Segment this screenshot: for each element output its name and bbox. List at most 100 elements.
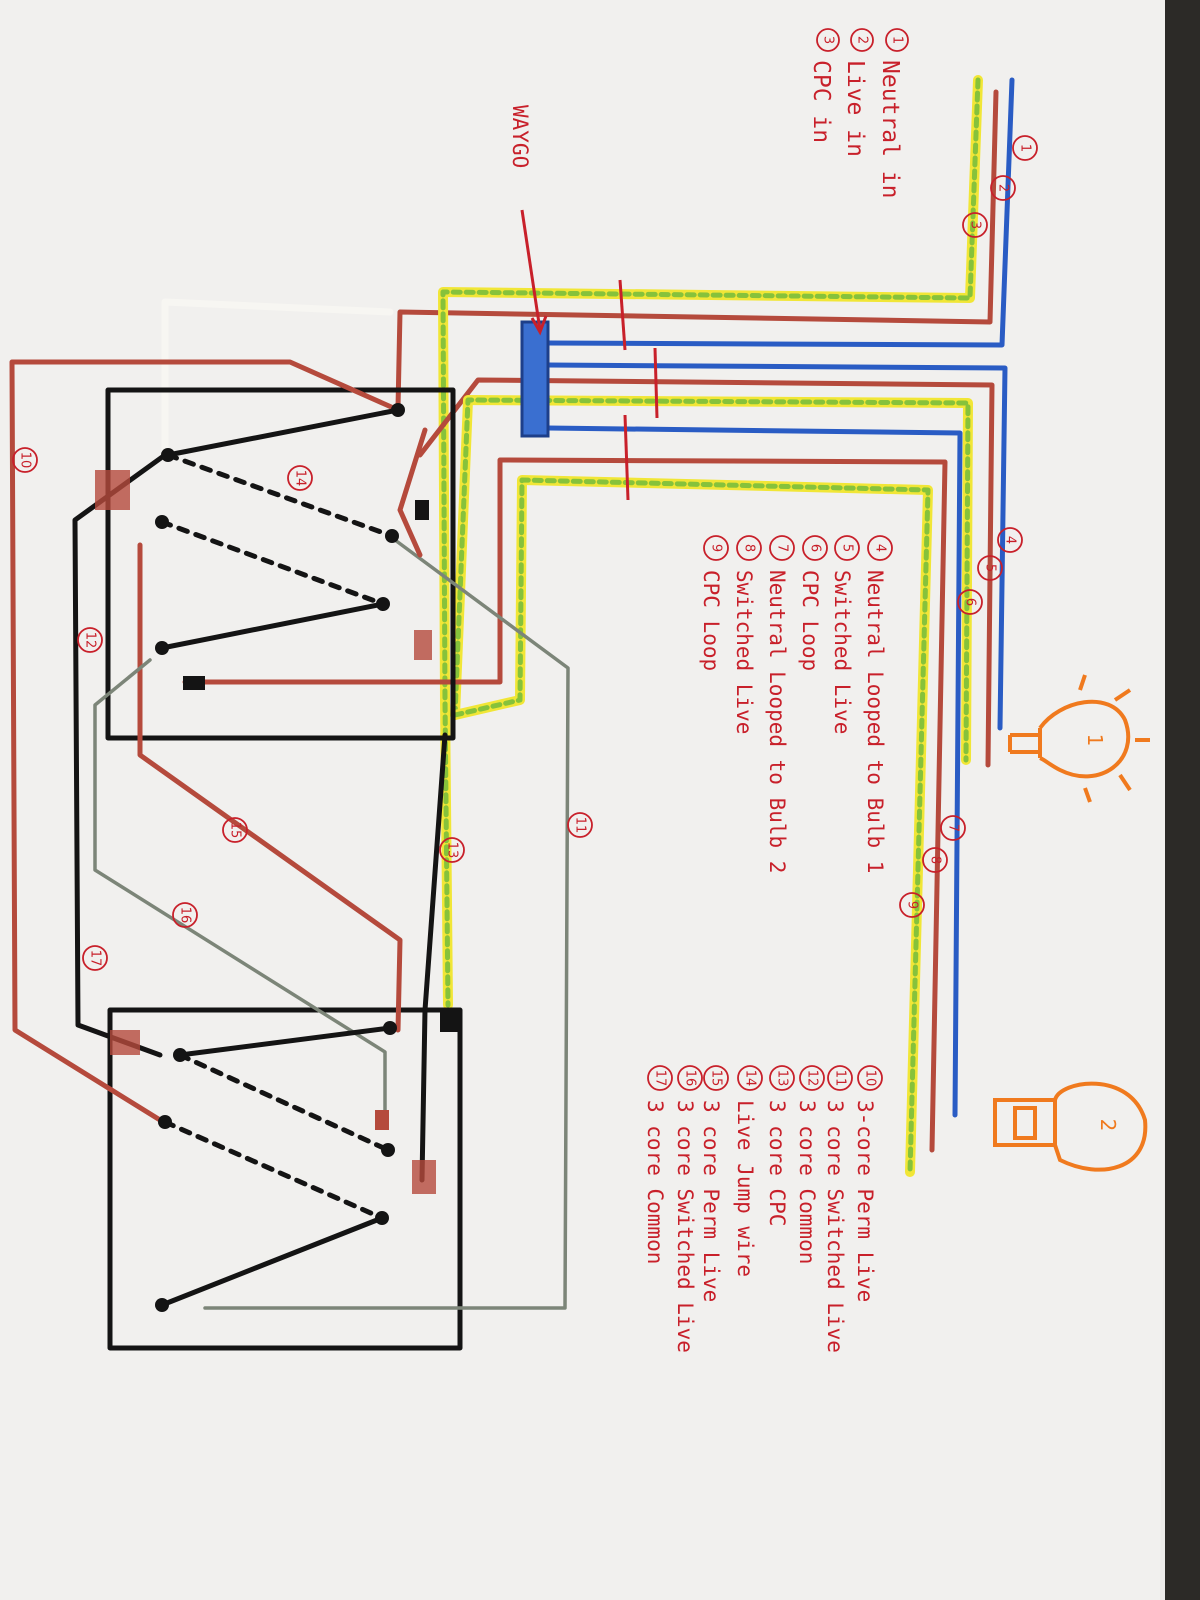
wire-tag-number: 9 xyxy=(905,901,920,909)
svg-text:2: 2 xyxy=(855,36,870,44)
legend-text: 3 core Switched Live xyxy=(673,1100,697,1353)
wago-connector xyxy=(520,320,550,438)
table-edge xyxy=(1165,0,1200,1600)
wire-tag: 5 xyxy=(977,555,1003,581)
wire-tag-number: 6 xyxy=(963,598,978,606)
number-circle xyxy=(857,1065,883,1091)
svg-text:Live in: Live in xyxy=(842,60,868,157)
wire-tag-number: 16 xyxy=(178,907,193,924)
number-circle xyxy=(703,535,729,561)
perm-live-15 xyxy=(137,542,403,1033)
legend-core-item: 16 3 core Switched Live xyxy=(673,1065,703,1353)
number-circle xyxy=(677,1065,703,1091)
wire-tag-number: 8 xyxy=(928,856,943,864)
legend-cores: 10 3-core Perm Live 11 3 core Switched Live… xyxy=(643,1065,883,1353)
switch-box-1 xyxy=(105,387,456,741)
legend-number: 5 xyxy=(840,544,855,552)
wire-tag-number: 10 xyxy=(18,452,33,469)
legend-number: 4 xyxy=(873,544,888,552)
cable-markers xyxy=(618,279,659,501)
wire-tag: 12 xyxy=(77,627,103,653)
wire-tag-number: 1 xyxy=(1018,144,1033,152)
legend-number: 9 xyxy=(709,544,724,552)
switched-live-16 xyxy=(93,658,387,1112)
wire-tag-number: 5 xyxy=(983,564,998,572)
legend-core-item: 11 3 core Switched Live xyxy=(823,1065,853,1353)
number-circle xyxy=(769,535,795,561)
perm-live-10 xyxy=(9,359,401,1123)
legend-text: 3 core Perm Live xyxy=(699,1100,723,1302)
wire-tag: 15 xyxy=(222,817,248,843)
wago-arrow xyxy=(520,209,542,331)
wire-tag-number: 4 xyxy=(1003,536,1018,544)
legend-incoming: 1 Neutral in 2 Live in 3 CPC in xyxy=(808,28,909,198)
wire-tag: 17 xyxy=(82,945,108,971)
legend-text: Neutral Looped to Bulb 2 xyxy=(765,570,789,873)
wire-tag: 4 xyxy=(997,527,1023,553)
bulb-2-wires xyxy=(182,425,963,1177)
legend-core-item: 10 3-core Perm Live xyxy=(853,1065,883,1302)
legend-text: CPC Loop xyxy=(699,570,723,671)
legend-number: 13 xyxy=(775,1070,790,1087)
bulb-1-wires xyxy=(417,362,1008,768)
number-circle xyxy=(802,535,828,561)
neutral-loop-bulb-1 xyxy=(545,362,1008,731)
legend-number: 14 xyxy=(743,1070,758,1087)
number-circle xyxy=(769,1065,795,1091)
number-circle xyxy=(647,1065,673,1091)
legend-number: 7 xyxy=(775,544,790,552)
wire-tag: 11 xyxy=(567,812,593,838)
bulb-2-label: 2 xyxy=(1096,1119,1120,1132)
legend-text: Switched Live xyxy=(830,570,854,734)
legend-core-item: 133 core CPC xyxy=(765,1065,795,1226)
wire-tag: 6 xyxy=(957,589,983,615)
wire-tag-number: 7 xyxy=(946,824,961,832)
legend-text: Switched Live xyxy=(732,570,756,734)
wire-tag: 9 xyxy=(899,892,925,918)
wire-tag: 8 xyxy=(922,847,948,873)
legend-number: 15 xyxy=(709,1070,724,1087)
wire-tag: 10 xyxy=(12,447,38,473)
wire-tag-number: 12 xyxy=(83,632,98,649)
svg-text:1: 1 xyxy=(890,36,905,44)
switched-live-bulb-1 xyxy=(417,377,995,768)
wire-tag: 3 xyxy=(962,212,988,238)
number-circle xyxy=(737,1065,763,1091)
legend-text: 3-core Perm Live xyxy=(853,1100,877,1302)
wire-tag: 1 xyxy=(1012,135,1038,161)
incoming-supply-wires xyxy=(161,75,1015,1010)
legend-text: 3 core Switched Live xyxy=(823,1100,847,1353)
switched-live-bulb-2 xyxy=(182,457,948,1153)
legend-core-item: 123 core Common xyxy=(795,1065,825,1264)
legend-core-item: 173 core Common xyxy=(643,1065,673,1264)
wire-tag: 13 xyxy=(439,837,465,863)
svg-text:Neutral in: Neutral in xyxy=(877,60,903,198)
neutral-loop-bulb-2 xyxy=(545,425,963,1118)
wire-tag-number: 2 xyxy=(996,184,1011,192)
switch-1-mechanism xyxy=(95,403,432,690)
wire-tag: 14 xyxy=(287,465,313,491)
legend-item: 2 Live in xyxy=(842,28,874,157)
legend-number: 11 xyxy=(833,1070,848,1087)
wire-tag-number: 3 xyxy=(968,221,983,229)
legend-item: 3 CPC in xyxy=(808,28,840,143)
legend-number: 10 xyxy=(863,1070,878,1087)
wire-tag-number: 17 xyxy=(88,950,103,967)
legend-text: 3 core Common xyxy=(643,1100,667,1264)
wire-tag-number: 13 xyxy=(445,842,460,859)
white-cable xyxy=(161,298,394,456)
number-circle xyxy=(834,535,860,561)
number-circle xyxy=(703,1065,729,1091)
wire-tag-number: 15 xyxy=(228,822,243,839)
legend-core-item: 15 3 core Perm Live xyxy=(699,1065,729,1302)
number-circle xyxy=(736,535,762,561)
legend-number: 16 xyxy=(683,1070,698,1087)
